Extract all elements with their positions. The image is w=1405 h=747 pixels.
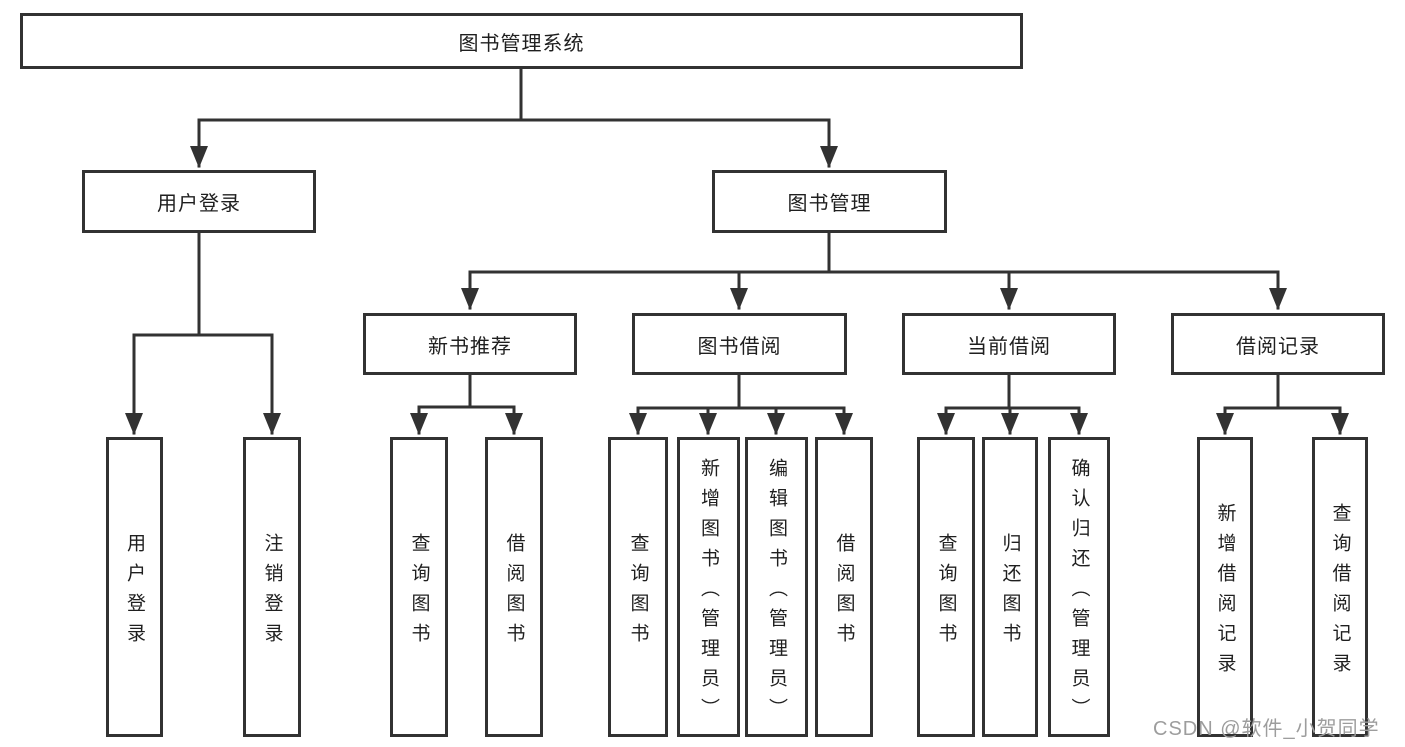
node-current-borrowing: 当前借阅 xyxy=(902,313,1116,375)
node-book-borrowing: 图书借阅 xyxy=(632,313,847,375)
leaf-query-books-current: 查询图书 xyxy=(917,437,975,737)
leaf-query-books-recommend: 查询图书 xyxy=(390,437,448,737)
node-new-book-recommend-label: 新书推荐 xyxy=(428,335,512,358)
node-book-borrowing-label: 图书借阅 xyxy=(697,335,782,358)
node-book-management-label: 图书管理 xyxy=(787,193,872,215)
leaf-borrow-books-recommend-label: 借阅图书 xyxy=(503,532,525,653)
leaf-query-books-borrow: 查询图书 xyxy=(608,437,668,737)
csdn-watermark: CSDN @软件_小贺同学 xyxy=(1153,718,1380,740)
leaf-user-login-label: 用户登录 xyxy=(124,532,145,653)
leaf-edit-books-admin-label: 编辑图书（管理员） xyxy=(766,457,787,728)
node-user-login-label: 用户登录 xyxy=(157,193,241,215)
leaf-add-borrow-record-label: 新增借阅记录 xyxy=(1214,502,1236,683)
leaf-borrow-books: 借阅图书 xyxy=(815,437,873,737)
node-borrowing-records-label: 借阅记录 xyxy=(1236,335,1320,358)
leaf-logout-login: 注销登录 xyxy=(243,437,301,737)
leaf-return-books: 归还图书 xyxy=(982,437,1038,737)
leaf-return-books-label: 归还图书 xyxy=(999,532,1021,653)
leaf-query-books-current-label: 查询图书 xyxy=(935,532,957,653)
node-library-system: 图书管理系统 xyxy=(20,13,1023,69)
node-book-management: 图书管理 xyxy=(712,170,947,233)
leaf-query-books-recommend-label: 查询图书 xyxy=(408,532,430,653)
leaf-logout-login-label: 注销登录 xyxy=(261,532,283,653)
leaf-confirm-return-admin-label: 确认归还（管理员） xyxy=(1068,457,1090,728)
leaf-edit-books-admin: 编辑图书（管理员） xyxy=(745,437,808,737)
leaf-borrow-books-recommend: 借阅图书 xyxy=(485,437,543,737)
node-current-borrowing-label: 当前借阅 xyxy=(967,335,1051,358)
leaf-add-borrow-record: 新增借阅记录 xyxy=(1197,437,1253,737)
node-new-book-recommend: 新书推荐 xyxy=(363,313,577,375)
leaf-add-books-admin-label: 新增图书（管理员） xyxy=(698,457,719,728)
leaf-query-books-borrow-label: 查询图书 xyxy=(627,532,649,653)
leaf-borrow-books-label: 借阅图书 xyxy=(833,532,855,653)
leaf-query-borrow-record-label: 查询借阅记录 xyxy=(1329,502,1351,683)
leaf-confirm-return-admin: 确认归还（管理员） xyxy=(1048,437,1110,737)
leaf-add-books-admin: 新增图书（管理员） xyxy=(677,437,740,737)
node-library-system-label: 图书管理系统 xyxy=(458,32,585,55)
leaf-query-borrow-record: 查询借阅记录 xyxy=(1312,437,1368,737)
node-borrowing-records: 借阅记录 xyxy=(1171,313,1385,375)
leaf-user-login: 用户登录 xyxy=(106,437,163,737)
node-user-login: 用户登录 xyxy=(82,170,316,233)
